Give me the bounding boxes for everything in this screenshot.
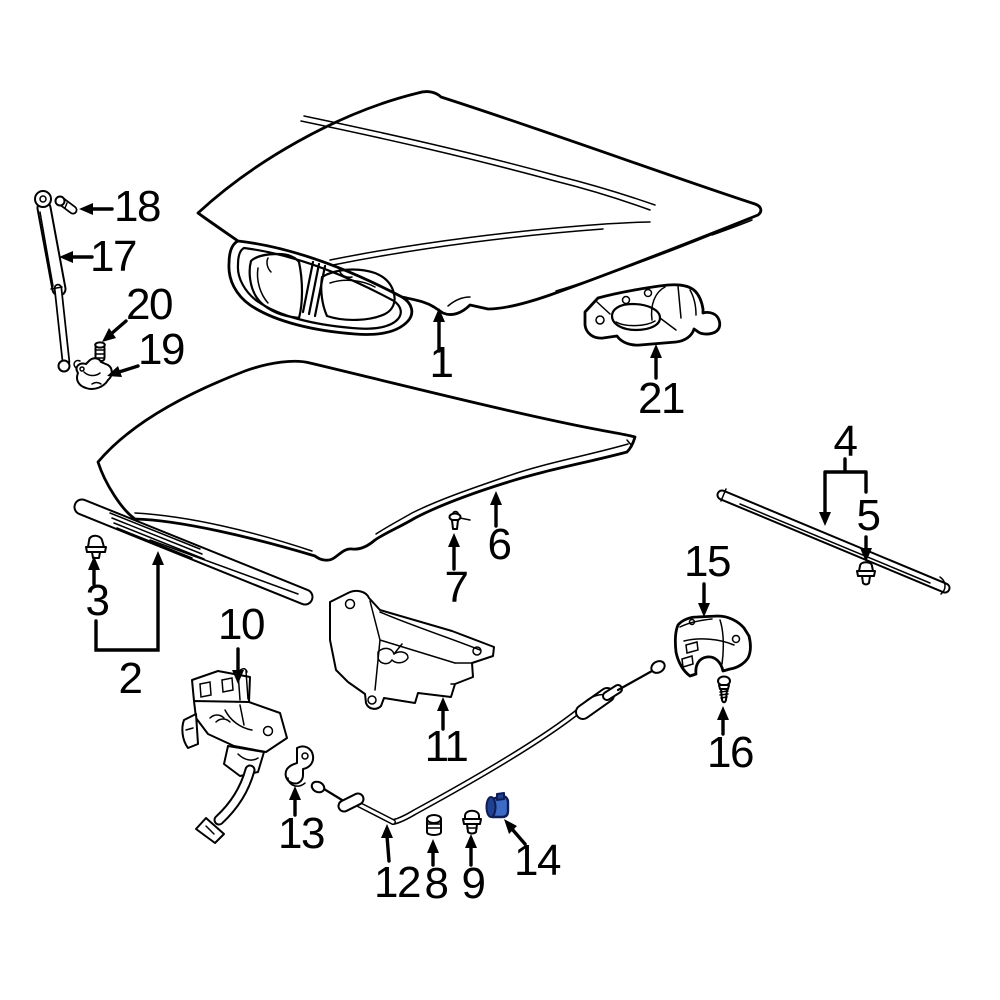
hood-hinge: [583, 283, 722, 347]
part-callout-3[interactable]: 3: [85, 576, 110, 625]
part-callout-19[interactable]: 19: [138, 325, 185, 374]
molding-clip-5: [856, 561, 876, 586]
part-callout-8[interactable]: 8: [424, 859, 449, 908]
cover-screw-16: [717, 675, 731, 704]
part-callout-14[interactable]: 14: [514, 836, 561, 885]
hood-panel-lower: [96, 359, 637, 562]
hood-panel-upper: [196, 90, 763, 336]
hood-latch: [181, 668, 288, 844]
part-callout-2[interactable]: 2: [118, 654, 143, 703]
hood-molding-strip-rear: [716, 488, 951, 595]
part-callout-10[interactable]: 10: [218, 600, 265, 649]
leader-arrows: [59, 203, 872, 867]
hood-clip-7: [448, 510, 471, 530]
hinge-screw: [94, 341, 106, 362]
hood-molding-strip-front: [73, 498, 314, 606]
part-callout-21[interactable]: 21: [638, 374, 685, 423]
clip-9: [462, 809, 482, 835]
part-callout-5[interactable]: 5: [856, 491, 881, 540]
part-callout-12[interactable]: 12: [374, 858, 421, 907]
molding-clip-3: [85, 534, 107, 559]
part-callout-13[interactable]: 13: [278, 809, 325, 858]
part-callout-4[interactable]: 4: [833, 417, 858, 466]
cable-cover-15: [674, 614, 752, 678]
grommet-8: [426, 814, 442, 836]
part-callout-18[interactable]: 18: [114, 182, 161, 231]
strut-bracket: [73, 357, 113, 390]
part-callout-9[interactable]: 9: [461, 859, 486, 908]
gas-strut: [34, 190, 71, 373]
cable-bracket-13: [284, 745, 315, 787]
strut-bolt: [54, 195, 78, 215]
hood-insulator-shield: [329, 589, 495, 710]
part-callout-7[interactable]: 7: [444, 563, 469, 612]
part-callout-6[interactable]: 6: [487, 520, 512, 569]
part-callout-20[interactable]: 20: [126, 280, 173, 329]
part-callout-11[interactable]: 11: [424, 722, 469, 771]
cable-clip-14-highlighted[interactable]: [485, 792, 510, 819]
part-callout-16[interactable]: 16: [707, 728, 754, 777]
part-callout-17[interactable]: 17: [90, 232, 137, 281]
part-callout-15[interactable]: 15: [684, 537, 731, 586]
part-callout-1[interactable]: 1: [429, 338, 454, 387]
hood-release-cable: [310, 660, 666, 825]
